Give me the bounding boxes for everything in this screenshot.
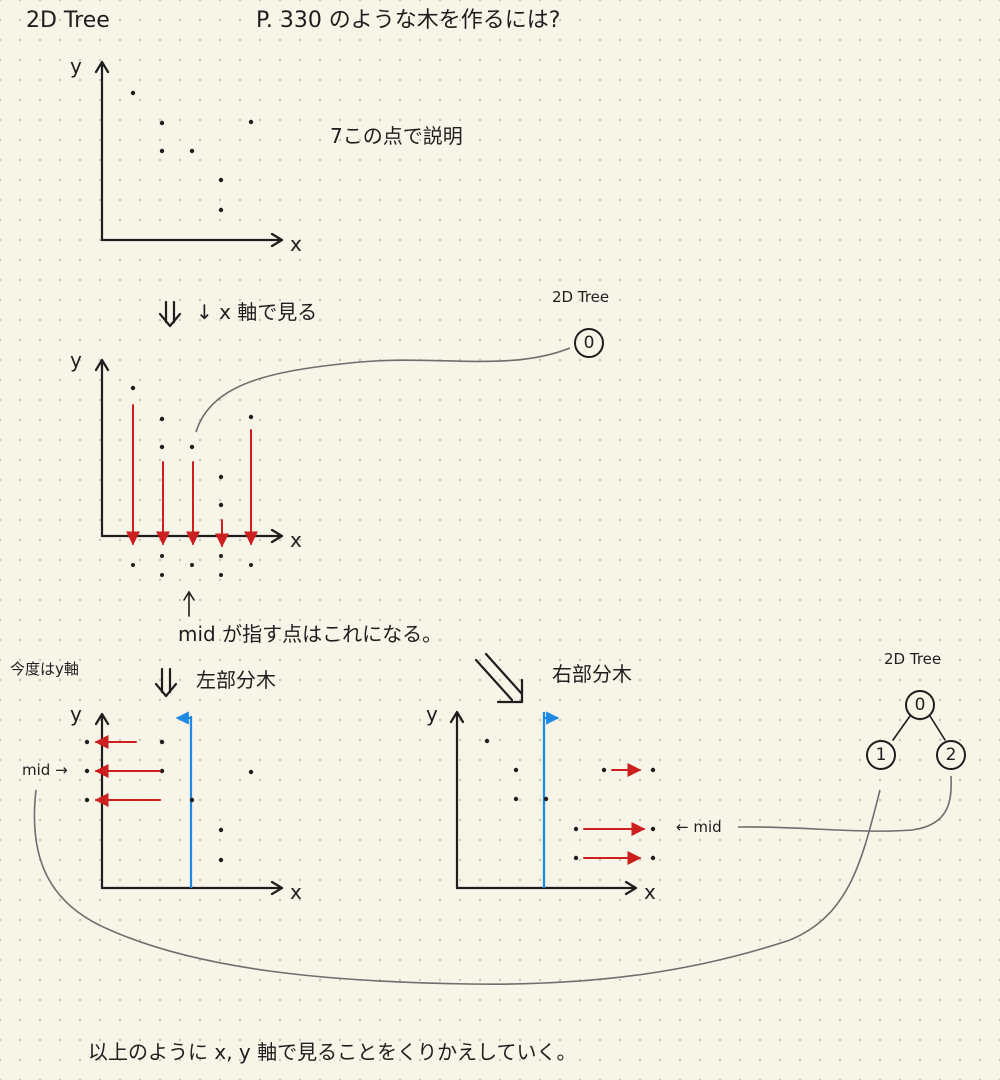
plot4-points	[484, 738, 656, 861]
plot1-points	[130, 90, 254, 213]
tree1-root-node: 0	[574, 328, 604, 358]
question-heading: P. 330 のような木を作るには?	[256, 8, 561, 33]
tree2-label: 2D Tree	[884, 650, 942, 668]
plot1-y-axis	[94, 60, 110, 242]
mid-label-left: mid →	[22, 761, 68, 779]
plot3-points	[84, 739, 254, 863]
tree-edge-right	[929, 715, 946, 741]
plot-right	[449, 710, 656, 896]
plot2-x-label: x	[290, 528, 302, 552]
plot-2	[94, 358, 284, 617]
plot3-projection-arrows	[94, 735, 161, 807]
plot-left	[84, 711, 284, 896]
mid-label-right: ← mid	[676, 818, 722, 836]
points-note: 7この点で説明	[330, 124, 463, 148]
tree2-root-node: 0	[905, 690, 935, 720]
left-subtree-label: 左部分木	[196, 668, 276, 692]
footer-note: 以上のように x, y 軸で見ることをくりかえしていく。	[88, 1040, 577, 1064]
tree-edge-left	[892, 715, 911, 741]
plot1-x-label: x	[290, 232, 302, 256]
plot2-projected-points	[131, 554, 253, 577]
down-arrow-step1	[158, 300, 182, 328]
plot3-y-label: y	[70, 702, 82, 726]
now-y-axis-note: 今度はy軸	[10, 660, 79, 678]
plot1-y-label: y	[70, 54, 82, 78]
connector-left-mid-to-node1	[33, 789, 881, 985]
mid-note: mid が指す点はこれになる。	[178, 622, 443, 646]
connector-right-mid-to-node2	[737, 775, 952, 832]
plot4-projection-arrows	[583, 763, 646, 865]
plot-1	[94, 60, 284, 248]
plot3-x-label: x	[290, 880, 302, 904]
plot2-y-label: y	[70, 348, 82, 372]
plot2-y-axis	[94, 358, 110, 538]
plot4-y-axis	[449, 710, 465, 890]
step1-label: ↓ x 軸で見る	[196, 300, 318, 324]
plot4-x-axis	[455, 880, 638, 896]
plot2-points	[130, 385, 254, 508]
down-arrow-left	[154, 667, 178, 698]
tree2-left-node: 1	[866, 740, 896, 770]
page-title: 2D Tree	[26, 8, 110, 33]
diag-arrow-right	[474, 652, 524, 704]
plot4-y-label: y	[426, 702, 438, 726]
plot4-x-label: x	[644, 880, 656, 904]
plot2-projection-arrows	[126, 404, 258, 548]
mid-pointer-arrow	[183, 590, 195, 617]
right-subtree-label: 右部分木	[552, 662, 632, 686]
tree2-right-node: 2	[936, 740, 966, 770]
connector-root-to-mid	[195, 347, 571, 433]
tree1-label: 2D Tree	[552, 288, 610, 306]
plot1-x-axis	[100, 232, 284, 248]
